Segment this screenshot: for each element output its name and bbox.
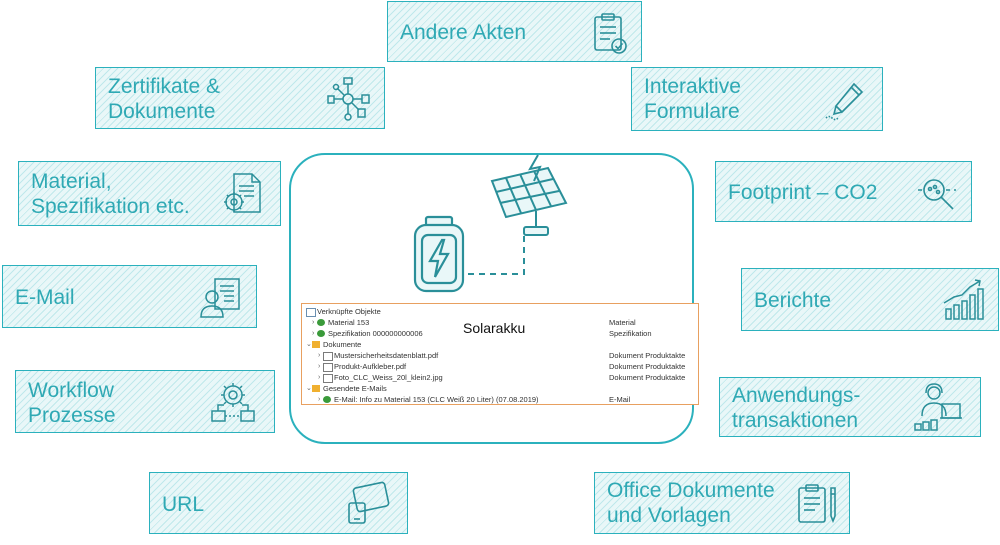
row-type: Dokument Produktakte bbox=[609, 362, 686, 371]
row-name: Verknüpfte Objekte bbox=[317, 307, 381, 316]
chevron-down-icon: ⌄ bbox=[306, 385, 312, 392]
row-name: Material 153 bbox=[328, 318, 370, 327]
expand-icon: › bbox=[312, 319, 315, 326]
table-row[interactable]: › Mustersicherheitsdatenblatt.pdf Dokume… bbox=[302, 350, 698, 361]
table-row[interactable]: › Material 153 Material bbox=[302, 317, 698, 328]
box-label: Footprint – CO2 bbox=[728, 181, 878, 204]
specification-icon bbox=[317, 330, 325, 337]
email-icon bbox=[323, 396, 331, 403]
box-email: E-Mail bbox=[2, 265, 257, 328]
expand-icon: › bbox=[312, 330, 315, 337]
box-office: Office Dokumente und Vorlagen bbox=[594, 472, 850, 534]
table-row[interactable]: ⌄ Gesendete E-Mails bbox=[302, 383, 698, 394]
table-row[interactable]: › Produkt-Aufkleber.pdf Dokument Produkt… bbox=[302, 361, 698, 372]
table-row[interactable]: ⌄ Dokumente bbox=[302, 339, 698, 350]
box-material: Material, Spezifikation etc. bbox=[18, 161, 281, 226]
row-type: Material bbox=[609, 318, 636, 327]
table-row[interactable]: › E-Mail: Info zu Material 153 (CLC Weiß… bbox=[302, 394, 698, 405]
row-name: E-Mail: Info zu Material 153 (CLC Weiß 2… bbox=[334, 395, 539, 404]
battery-icon bbox=[413, 215, 465, 293]
box-zertifikate: Zertifikate & Dokumente bbox=[95, 67, 385, 129]
box-label: URL bbox=[162, 493, 205, 516]
box-label: E-Mail bbox=[15, 286, 75, 309]
box-label: Material, Spezifikation etc. bbox=[31, 170, 190, 218]
tree-root-icon bbox=[306, 308, 316, 317]
folder-icon bbox=[312, 341, 320, 348]
document-icon bbox=[323, 374, 333, 383]
row-type: Spezifikation bbox=[609, 329, 652, 338]
tablet-icon bbox=[343, 479, 391, 527]
box-interaktive-formulare: Interaktive Formulare bbox=[631, 67, 883, 131]
network-docs-icon bbox=[326, 76, 372, 122]
expand-icon: › bbox=[318, 352, 321, 359]
box-workflow: Workflow Prozesse bbox=[15, 370, 275, 433]
box-berichte: Berichte bbox=[741, 268, 999, 331]
bar-chart-icon bbox=[940, 275, 988, 323]
box-label: Andere Akten bbox=[400, 21, 527, 44]
row-name: Dokumente bbox=[323, 340, 362, 349]
expand-icon: › bbox=[318, 396, 321, 403]
box-label: Office Dokumente und Vorlagen bbox=[607, 479, 775, 527]
box-footprint: Footprint – CO2 bbox=[715, 161, 972, 222]
table-row[interactable]: › Spezifikation 000000000006 Spezifikati… bbox=[302, 328, 698, 339]
box-label: Zertifikate & Dokumente bbox=[108, 75, 221, 123]
clipboard-pen-icon bbox=[793, 480, 841, 528]
expand-icon: › bbox=[318, 374, 321, 381]
row-name: Gesendete E-Mails bbox=[323, 384, 387, 393]
clipboard-check-icon bbox=[586, 10, 632, 56]
row-name: Mustersicherheitsdatenblatt.pdf bbox=[334, 351, 439, 360]
row-name: Produkt-Aufkleber.pdf bbox=[334, 362, 407, 371]
workflow-gear-icon bbox=[208, 377, 258, 427]
pen-icon bbox=[824, 78, 870, 124]
box-label: Anwendungs- transaktionen bbox=[732, 384, 861, 432]
center-title: Solarakku bbox=[463, 320, 526, 336]
material-icon bbox=[317, 319, 325, 326]
document-icon bbox=[323, 363, 333, 372]
box-label: Interaktive Formulare bbox=[644, 75, 741, 123]
box-url: URL bbox=[149, 472, 408, 534]
person-doc-icon bbox=[199, 275, 245, 321]
row-name: Foto_CLC_Weiss_20l_klein2.jpg bbox=[334, 373, 443, 382]
row-type: Dokument Produktakte bbox=[609, 373, 686, 382]
row-type: E-Mail bbox=[609, 395, 631, 404]
document-icon bbox=[323, 352, 333, 361]
row-name: Spezifikation 000000000006 bbox=[328, 329, 423, 338]
worker-desk-icon bbox=[912, 382, 964, 434]
box-anwendungstransaktionen: Anwendungs- transaktionen bbox=[719, 377, 981, 437]
cable-line bbox=[468, 232, 525, 275]
expand-icon: › bbox=[318, 363, 321, 370]
table-row[interactable]: › Foto_CLC_Weiss_20l_klein2.jpg Dokument… bbox=[302, 372, 698, 383]
linked-objects-table: Verknüpfte Objekte › Material 153 Materi… bbox=[301, 303, 699, 405]
row-type: Dokument Produktakte bbox=[609, 351, 686, 360]
table-row[interactable]: Verknüpfte Objekte bbox=[302, 306, 698, 317]
magnifier-icon bbox=[916, 170, 962, 216]
folder-icon bbox=[312, 385, 320, 392]
box-label: Workflow Prozesse bbox=[28, 379, 116, 427]
chevron-down-icon: ⌄ bbox=[306, 341, 312, 348]
box-label: Berichte bbox=[754, 289, 832, 312]
box-andere-akten: Andere Akten bbox=[387, 1, 642, 62]
doc-gear-icon bbox=[220, 170, 268, 218]
solar-panel-icon bbox=[490, 154, 568, 236]
